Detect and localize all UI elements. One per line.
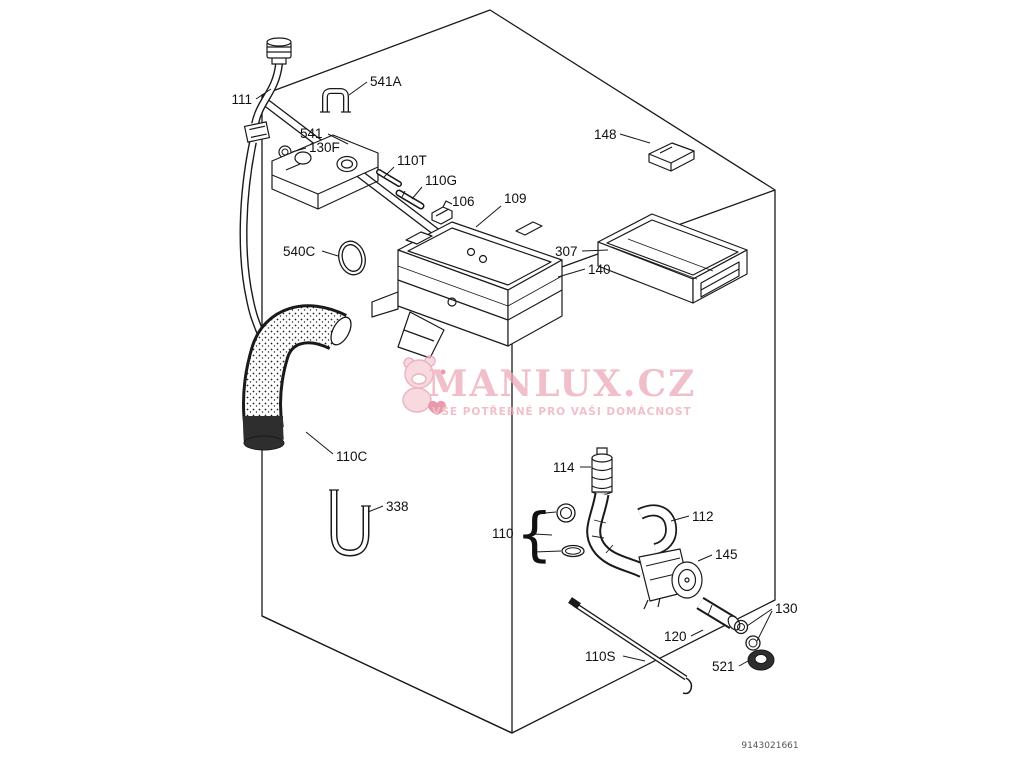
pin-110g — [395, 189, 425, 210]
part-label-140: 140 — [588, 262, 611, 277]
detergent-drawer-307 — [597, 213, 748, 304]
tube-110s — [568, 597, 693, 695]
drain-hose — [586, 492, 647, 578]
tap-connector — [266, 37, 292, 65]
part-label-106: 106 — [452, 194, 475, 209]
leader-line-110C — [305, 431, 334, 455]
part-label-540C: 540C — [283, 244, 316, 259]
leader-line-338 — [367, 505, 384, 513]
part-label-307: 307 — [555, 244, 578, 259]
part-label-521: 521 — [712, 659, 735, 674]
seal-540c — [338, 240, 366, 276]
part-label-110: 110 — [492, 526, 514, 541]
part-label-148: 148 — [594, 127, 617, 142]
leader-line-110S — [622, 655, 646, 662]
leader-line-140 — [557, 268, 586, 278]
elbow-fitting — [243, 121, 271, 143]
leader-line-106 — [439, 208, 450, 215]
seals-130 — [733, 619, 761, 651]
leader-line-130 — [756, 610, 773, 642]
leader-line-110 — [533, 511, 557, 515]
leader-line-541 — [327, 133, 349, 145]
group-brace-110: { — [516, 500, 553, 568]
part-label-541A: 541A — [370, 74, 402, 89]
part-label-114: 114 — [553, 460, 575, 475]
check-valve-114 — [591, 447, 613, 496]
part-label-109: 109 — [504, 191, 527, 206]
hose-112 — [637, 504, 678, 555]
bracket-148 — [648, 142, 695, 172]
leader-line-112 — [670, 515, 690, 522]
part-label-110G: 110G — [425, 173, 457, 188]
part-label-110T: 110T — [397, 153, 427, 168]
watermark: MANLUX.CZ VŠE POTŘEBNÉ PRO VAŠI DOMÁCNOS… — [402, 355, 697, 418]
leader-line-130 — [746, 608, 773, 627]
part-label-130: 130 — [775, 601, 798, 616]
ring-nut-521 — [747, 649, 775, 671]
clamp-ring-110 — [556, 503, 585, 558]
part-label-145: 145 — [715, 547, 738, 562]
hose-guide-338 — [329, 489, 371, 557]
leader-line-130F — [291, 147, 307, 153]
outlet-sleeve-120 — [696, 597, 741, 631]
leader-line-521 — [738, 660, 749, 667]
leader-line-110 — [533, 533, 553, 536]
leader-line-111 — [255, 88, 272, 100]
leader-line-540C — [321, 250, 339, 257]
leader-line-541A — [348, 81, 368, 96]
leader-line-110G — [411, 186, 423, 200]
elbow-hose-110c — [242, 304, 352, 451]
leader-line-109 — [475, 205, 502, 228]
part-label-110C: 110C — [336, 449, 368, 464]
leader-line-145 — [697, 554, 713, 562]
part-label-541: 541 — [300, 126, 323, 141]
part-label-120: 120 — [664, 629, 687, 644]
leader-line-307 — [581, 249, 609, 252]
watermark-title: MANLUX.CZ — [428, 363, 697, 405]
leader-line-120 — [690, 629, 704, 637]
part-label-111: 111 — [231, 92, 252, 107]
dispenser-housing-109-140 — [371, 221, 563, 359]
document-number: 9143021661 — [741, 741, 798, 751]
pin-110t — [376, 169, 402, 187]
inlet-hose-111 — [239, 37, 292, 334]
part-label-130F: 130F — [309, 140, 340, 155]
drain-pump-145 — [638, 548, 703, 610]
watermark-subtitle: VŠE POTŘEBNÉ PRO VAŠI DOMÁCNOST — [432, 405, 692, 418]
part-label-338: 338 — [386, 499, 409, 514]
clamp-541a — [320, 88, 351, 113]
teddy-bear-logo — [402, 355, 446, 415]
leader-line-110 — [533, 550, 562, 553]
leader-line-110T — [383, 166, 395, 178]
part-label-110S: 110S — [585, 649, 616, 664]
leader-line-148 — [619, 133, 651, 144]
part-label-112: 112 — [692, 509, 714, 524]
